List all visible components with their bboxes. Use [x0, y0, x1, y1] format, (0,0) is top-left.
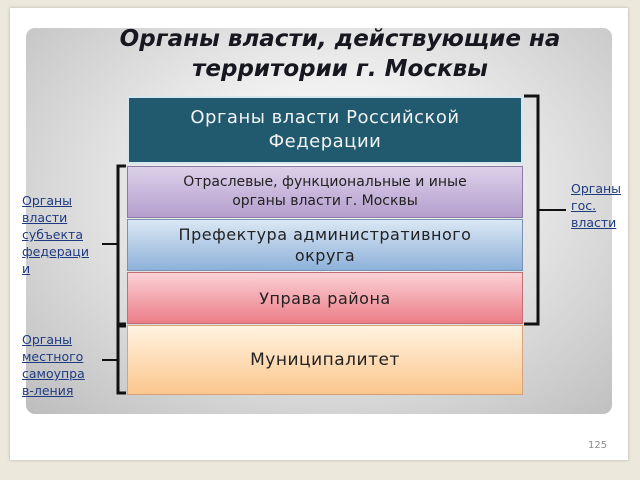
- box-moscow-sectoral-authorities: Отраслевые, функциональные и иные органы…: [127, 166, 523, 218]
- label-local-self-government[interactable]: Органы местного самоупра в-ления: [22, 332, 85, 398]
- box-moscow-sectoral-authorities-label: Отраслевые, функциональные и иные органы…: [183, 174, 467, 209]
- bracket-local: [102, 324, 126, 395]
- box-district-council: Управа района: [127, 272, 523, 324]
- box-municipality: Муниципалитет: [127, 325, 523, 395]
- box-federal-authorities: Органы власти Российской Федерации: [127, 96, 523, 164]
- box-district-council-label: Управа района: [259, 288, 391, 308]
- box-prefecture: Префектура административного округа: [127, 219, 523, 271]
- label-state-authorities[interactable]: Органы гос. власти: [571, 181, 622, 230]
- slide-number: 125: [588, 440, 608, 451]
- label-subject-authorities[interactable]: Органы власти субъекта федераци и: [22, 193, 89, 276]
- box-municipality-label: Муниципалитет: [250, 350, 400, 370]
- slide-title: Органы власти, действующие на территории…: [119, 26, 561, 82]
- bracket-subject: [102, 164, 126, 326]
- box-prefecture-label: Префектура административного округа: [178, 225, 472, 265]
- box-federal-authorities-label: Органы власти Российской Федерации: [190, 107, 460, 152]
- bracket-state: [524, 94, 566, 326]
